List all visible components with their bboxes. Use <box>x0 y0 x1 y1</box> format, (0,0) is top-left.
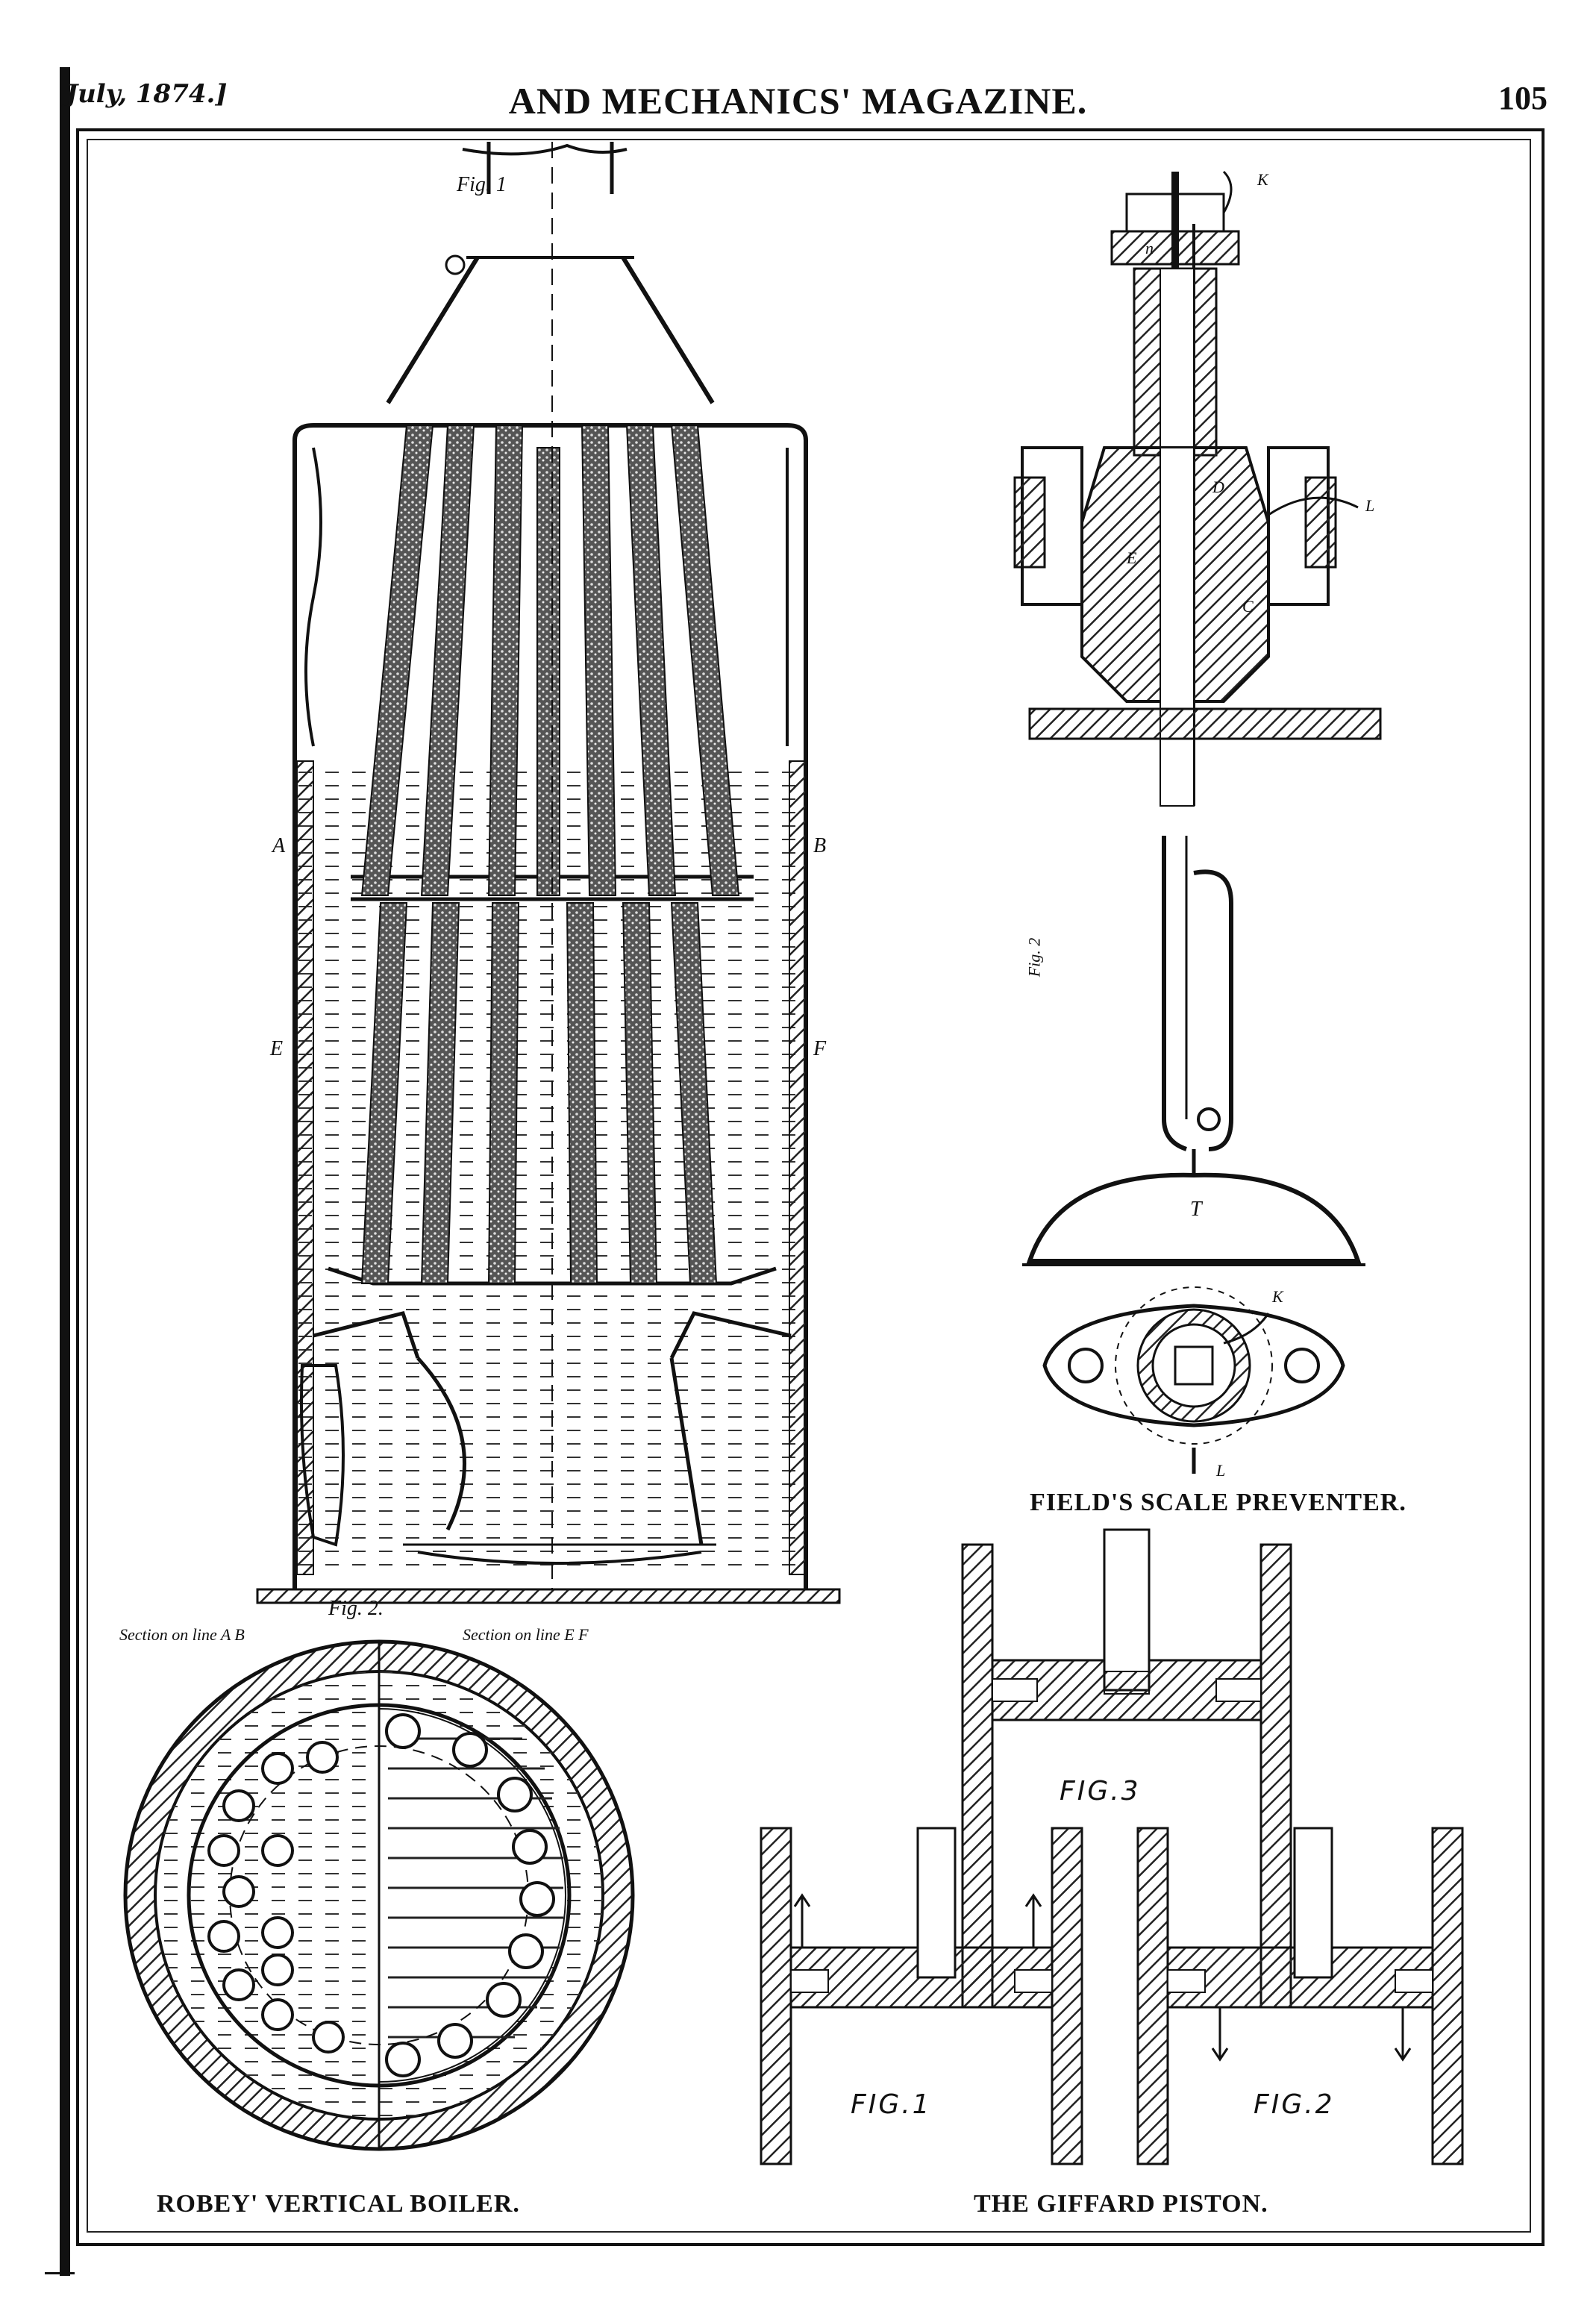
preventer-letter-t: T <box>1190 1198 1202 1221</box>
preventer-letter-l-top: L <box>1365 496 1375 515</box>
boiler-letter-e: E <box>270 1037 284 1060</box>
preventer-letter-k-plan: K <box>1272 1287 1283 1306</box>
boiler-fig2-label: Fig. 2. <box>328 1597 384 1620</box>
piston-fig2-label: FIG.2 <box>1254 2089 1335 2120</box>
plate-frame-outer <box>76 128 1545 2246</box>
page-number: 105 <box>1498 80 1548 116</box>
boiler-caption: ROBEY' VERTICAL BOILER. <box>157 2190 520 2218</box>
boiler-letter-f: F <box>813 1037 827 1060</box>
magazine-title: AND MECHANICS' MAGAZINE. <box>508 80 1088 122</box>
preventer-letter-k-top: K <box>1257 170 1268 189</box>
preventer-letter-c: C <box>1242 597 1254 616</box>
preventer-letter-l-plan: L <box>1216 1461 1226 1480</box>
preventer-letter-n: n <box>1145 239 1154 257</box>
preventer-caption: FIELD'S SCALE PREVENTER. <box>1030 1489 1406 1516</box>
section-ab-label: Section on line A B <box>119 1625 245 1644</box>
preventer-letter-d: D <box>1212 478 1224 496</box>
issue-date: July, 1874.] <box>66 79 228 109</box>
bottom-margin-mark <box>45 2272 75 2274</box>
piston-caption: THE GIFFARD PISTON. <box>974 2190 1268 2218</box>
preventer-letter-e: E <box>1127 548 1137 567</box>
page-spine-rule <box>60 67 70 2276</box>
piston-fig1-label: FIG.1 <box>851 2089 932 2120</box>
boiler-letter-b: B <box>813 834 827 857</box>
boiler-fig1-label: Fig. 1 <box>457 173 507 196</box>
boiler-letter-a: A <box>272 834 286 857</box>
plate-frame-inner <box>87 139 1531 2233</box>
piston-fig3-label: FIG.3 <box>1060 1776 1141 1807</box>
section-ef-label: Section on line E F <box>463 1625 589 1644</box>
